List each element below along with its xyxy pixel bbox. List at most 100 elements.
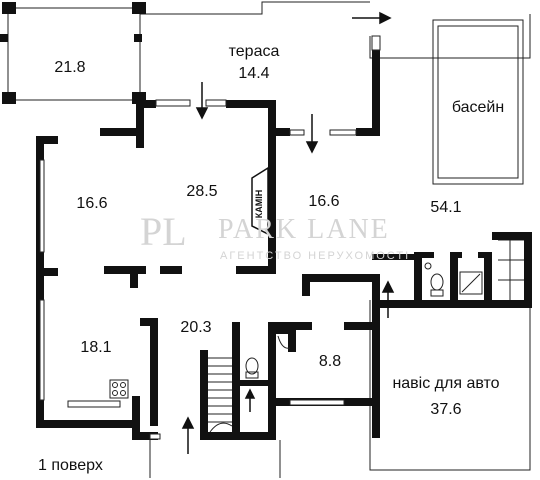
window — [329, 129, 357, 136]
wall-right-wing — [450, 252, 462, 258]
entry-arrows — [181, 11, 395, 454]
wall-post — [2, 2, 16, 14]
sink-right — [424, 262, 432, 270]
wall-right-wing — [524, 232, 532, 308]
wall-bottom — [132, 396, 140, 440]
wall-bath — [232, 322, 240, 440]
carport-area: 37.6 — [430, 401, 462, 418]
stove-burner — [120, 390, 126, 396]
wall-right-wing — [484, 252, 492, 308]
window — [371, 35, 381, 51]
wall-mid-right — [302, 274, 380, 282]
window — [39, 159, 45, 253]
toilet-fixture-right — [430, 273, 444, 291]
room-area-54-1: 54.1 — [430, 199, 462, 216]
terrace-edge — [139, 1, 370, 15]
wall-bay-join — [136, 100, 144, 146]
pool-room-outline — [369, 14, 531, 59]
hall-area-20-3: 20.3 — [180, 319, 212, 336]
stove-fixture — [109, 379, 129, 399]
wall-bottom — [136, 432, 158, 440]
wall-partition — [136, 128, 144, 148]
window — [205, 99, 227, 107]
fireplace: КАМІН — [251, 166, 269, 236]
wall-right — [372, 36, 380, 136]
wall-bath — [276, 326, 296, 334]
pool-inner — [437, 25, 519, 179]
pool-outer — [432, 19, 524, 185]
wall-post — [134, 34, 142, 42]
wall-top-main — [226, 100, 276, 108]
watermark-brand: PARK LANE — [218, 214, 390, 245]
wall-fireplace — [268, 100, 276, 272]
arrow-head — [379, 11, 392, 25]
wall-top-main — [136, 100, 156, 108]
wall-mid — [160, 266, 182, 274]
toilet-tank-right — [430, 289, 444, 297]
wall-bottom — [200, 432, 276, 440]
wall-right-wing — [492, 232, 530, 240]
wall-mid-left — [36, 268, 58, 276]
arrow-head — [244, 388, 256, 399]
pool-name: басейн — [451, 99, 505, 116]
room-area-21-8: 21.8 — [54, 59, 86, 76]
wall-right-wing — [414, 252, 434, 258]
window — [39, 299, 45, 401]
stair-turn — [209, 422, 233, 433]
wall-top-left — [36, 136, 58, 144]
fixtures — [109, 262, 483, 399]
fireplace-label: КАМІН — [254, 190, 264, 219]
fireplace-outline — [251, 166, 269, 236]
room-area-16-6-right: 16.6 — [308, 193, 340, 210]
carport-outline — [369, 300, 531, 471]
room-area-8-8: 8.8 — [318, 353, 342, 370]
wall-bath — [240, 380, 270, 386]
wall-bath — [288, 326, 296, 352]
wall-right-wing — [450, 252, 458, 308]
wall-top — [100, 128, 144, 136]
stair-steps — [208, 357, 232, 423]
floor-label: 1 поверх — [38, 457, 103, 474]
window — [289, 129, 305, 136]
wall-right-wing — [396, 300, 530, 308]
wall-post — [2, 92, 16, 104]
shower-drain — [461, 273, 481, 293]
entrance-steps — [149, 440, 281, 478]
wall-bottom — [36, 420, 136, 428]
watermark-tagline: АГЕНТСТВО НЕРУХОМОСТІ — [220, 250, 411, 262]
wall-top-right-room — [268, 128, 290, 136]
window — [155, 99, 191, 107]
arrow-head — [305, 141, 319, 154]
wall-bath — [344, 322, 380, 330]
window — [67, 400, 121, 408]
wall-stair — [150, 318, 158, 426]
terrace-name: тераса — [228, 43, 280, 60]
wall-mid — [104, 266, 146, 274]
room-area-18-1: 18.1 — [80, 339, 112, 356]
wall-top-right-room — [356, 128, 380, 136]
wall-stair — [200, 350, 208, 440]
carport-name: навіс для авто — [392, 375, 500, 392]
wall-post — [132, 2, 146, 14]
stove-burner — [112, 390, 118, 396]
stove-burner — [112, 382, 118, 388]
shower-fixture — [459, 271, 483, 295]
wall-bath — [268, 322, 276, 440]
wall-right-wing — [372, 254, 416, 260]
wall-stair — [140, 318, 158, 326]
wall-right-wing — [414, 252, 422, 308]
room-area-28-5: 28.5 — [186, 183, 218, 200]
wall-mid — [236, 266, 276, 274]
watermark-logo: PL — [140, 209, 187, 254]
wall-right-lower — [372, 274, 380, 438]
sink-fixture — [277, 335, 291, 349]
stove-burner — [120, 382, 126, 388]
wall-mid — [130, 266, 138, 288]
wall-right-lower — [372, 300, 396, 308]
window — [289, 399, 345, 406]
wall-left — [36, 136, 44, 426]
window — [149, 433, 161, 440]
arrow-head — [181, 416, 195, 429]
wall-mid-right — [302, 274, 310, 296]
